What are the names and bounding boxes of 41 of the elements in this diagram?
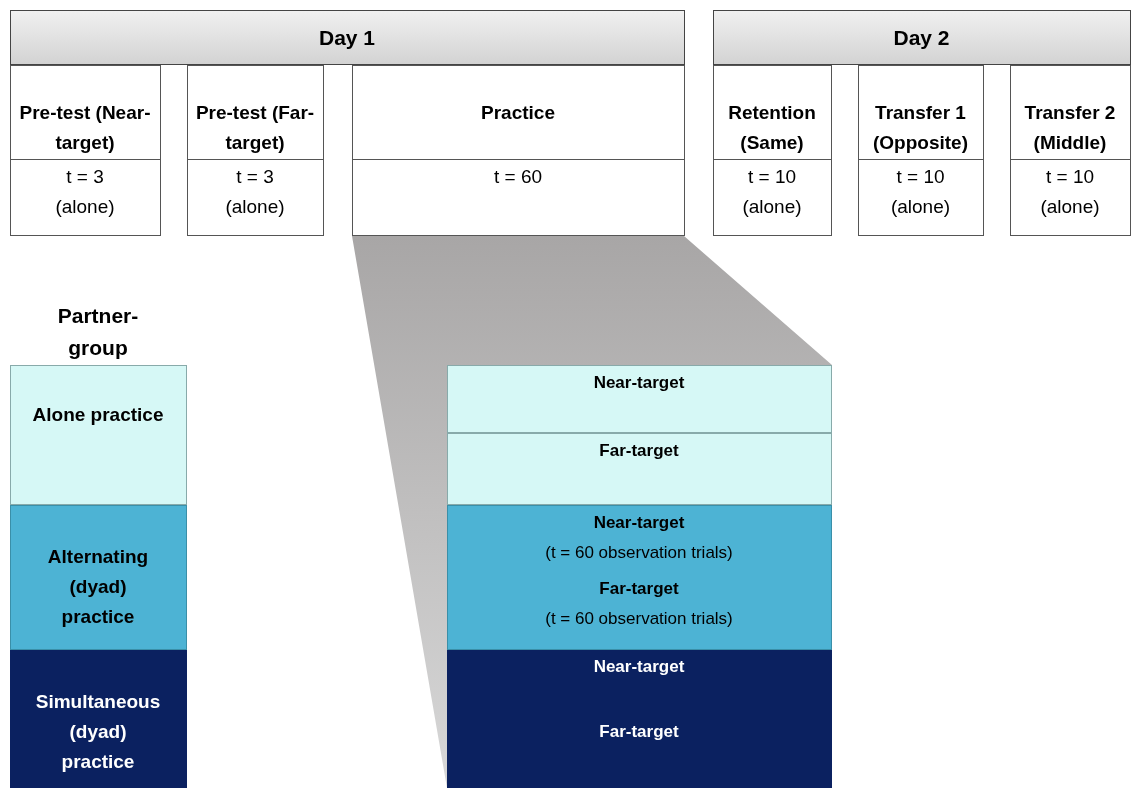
target-name: Near-target xyxy=(592,656,686,678)
trial-note: (t = 60 observation trials) xyxy=(544,542,734,564)
session-box xyxy=(713,65,832,236)
group-name: Alone practice xyxy=(31,403,165,427)
session-title: Transfer 2 (Middle) xyxy=(1023,101,1117,155)
day-title: Day 1 xyxy=(317,25,376,51)
session-box xyxy=(10,65,161,236)
trial-count: t = 10 (alone) xyxy=(889,165,952,219)
session-box xyxy=(1010,65,1131,236)
target-name: Far-target xyxy=(598,440,680,462)
session-title: Pre-test (Near-target) xyxy=(18,101,152,155)
trial-count: t = 60 xyxy=(492,165,544,189)
session-title: Practice xyxy=(480,101,556,125)
column-heading: Partner-group xyxy=(56,303,140,361)
session-title: Pre-test (Far-target) xyxy=(194,101,316,155)
session-title: Retention (Same) xyxy=(727,101,817,155)
session-box xyxy=(858,65,984,236)
session-box xyxy=(352,65,685,236)
condition-band xyxy=(10,650,187,788)
trial-count: t = 10 (alone) xyxy=(741,165,803,219)
trial-count: t = 3 (alone) xyxy=(54,165,116,219)
day-title: Day 2 xyxy=(892,25,951,51)
group-name: Alternating (dyad) practice xyxy=(46,545,150,629)
condition-band xyxy=(447,505,832,650)
trial-count: t = 3 (alone) xyxy=(224,165,286,219)
condition-band xyxy=(447,650,832,788)
target-name: Far-target xyxy=(598,721,680,743)
condition-band xyxy=(447,365,832,433)
condition-band xyxy=(10,505,187,650)
trial-note: (t = 60 observation trials) xyxy=(544,608,734,630)
group-name: Simultaneous (dyad) practice xyxy=(34,690,162,774)
session-box xyxy=(187,65,324,236)
trial-count: t = 10 (alone) xyxy=(1039,165,1101,219)
target-name: Far-target xyxy=(598,578,680,600)
session-title: Transfer 1 (Opposite) xyxy=(872,101,969,155)
day-header-band xyxy=(713,10,1131,65)
target-name: Near-target xyxy=(592,372,686,394)
condition-band xyxy=(447,433,832,505)
target-name: Near-target xyxy=(592,512,686,534)
condition-band xyxy=(10,365,187,505)
day-header-band xyxy=(10,10,685,65)
